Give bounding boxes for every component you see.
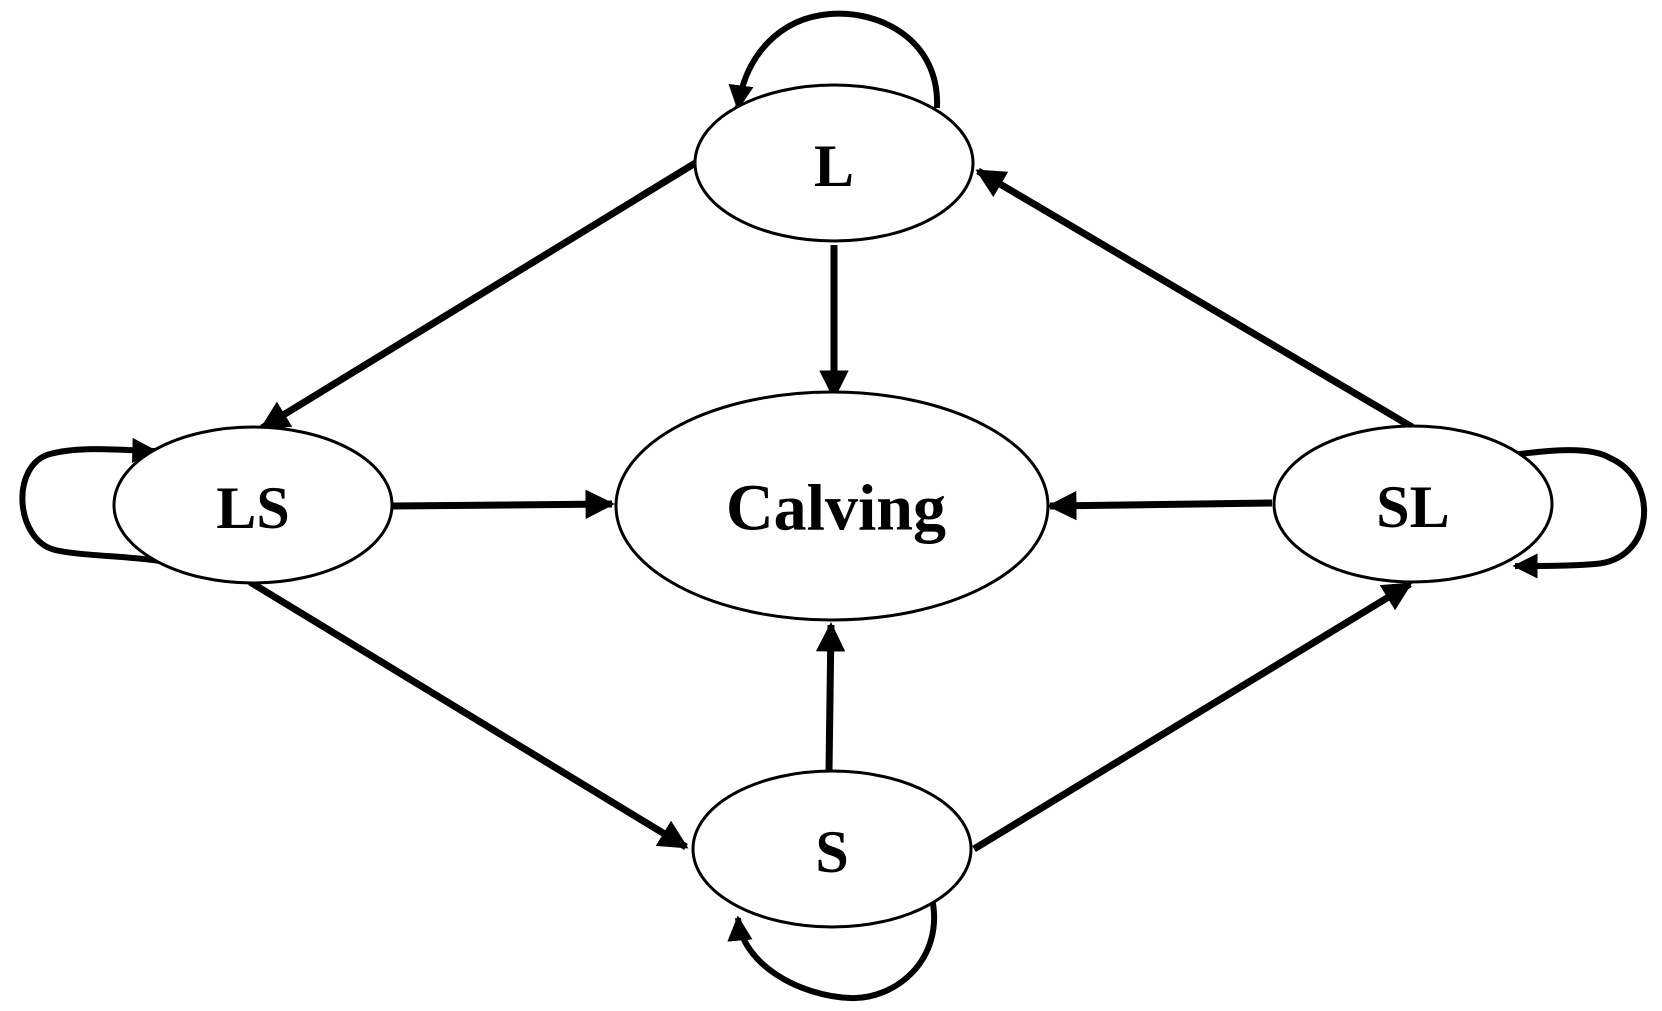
node-ls-label: LS <box>216 475 289 541</box>
edge-sl-to-l <box>975 167 1414 431</box>
node-s-shape <box>691 769 973 929</box>
node-sl-label: SL <box>1376 474 1449 540</box>
node-ls-shape <box>112 425 394 585</box>
nodes: L LS Calving SL S <box>112 83 1554 929</box>
edge-s-to-sl <box>972 581 1413 852</box>
edge-s-to-s <box>727 897 937 1002</box>
node-l-label: L <box>814 133 854 199</box>
edge-ls-to-ls <box>19 437 161 564</box>
node-ls: LS <box>112 425 394 585</box>
edge-l-to-l <box>728 10 941 111</box>
node-l: L <box>693 83 975 243</box>
edges <box>19 10 1647 1002</box>
edge-ls-to-s <box>248 579 689 850</box>
node-l-shape <box>693 83 975 243</box>
node-calving: Calving <box>614 390 1050 622</box>
edge-sl-to-sl <box>1511 447 1647 579</box>
node-s: S <box>691 769 973 929</box>
edge-ls-to-calving <box>392 489 615 519</box>
edge-l-to-ls <box>259 159 699 431</box>
node-calving-label: Calving <box>726 472 946 545</box>
edge-s-to-calving <box>815 622 846 772</box>
node-sl-shape <box>1272 424 1554 584</box>
node-s-label: S <box>815 819 848 885</box>
edge-sl-to-calving <box>1047 490 1273 521</box>
node-calving-shape <box>614 390 1050 622</box>
node-sl: SL <box>1272 424 1554 584</box>
